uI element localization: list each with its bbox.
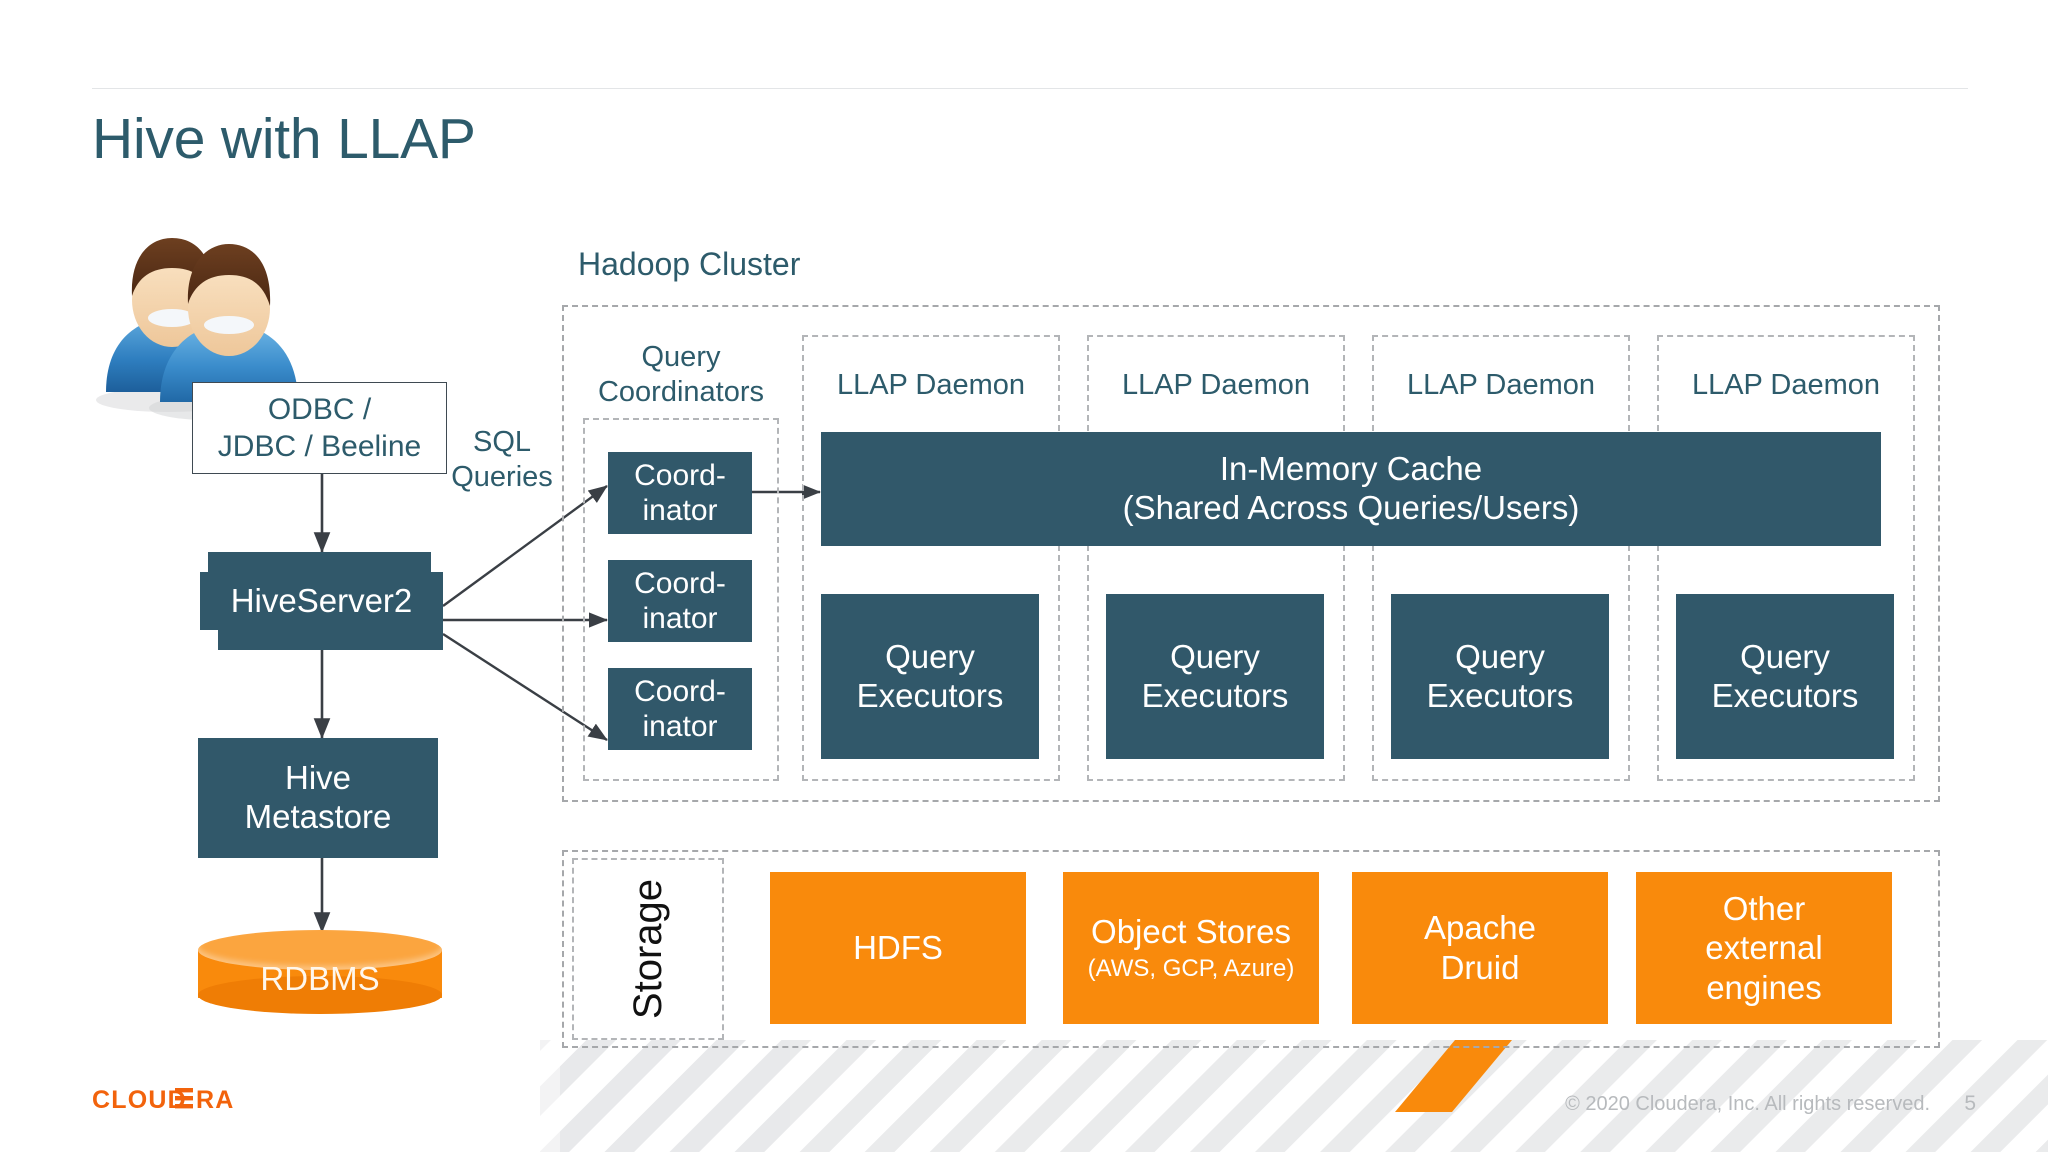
- storage-label: Storage: [626, 878, 670, 1020]
- llap-daemon-group-1: [802, 335, 1060, 781]
- in-memory-cache-box: In-Memory Cache (Shared Across Queries/U…: [821, 432, 1881, 546]
- storage-item-apache-druid: Apache Druid: [1352, 872, 1608, 1024]
- llap-daemon-group-4: [1657, 335, 1915, 781]
- storage-item-other-engines: Other external engines: [1636, 872, 1892, 1024]
- executors-4-line1: Query: [1740, 637, 1830, 675]
- qc-line1: Query: [641, 341, 721, 373]
- query-executors-box-3: Query Executors: [1391, 594, 1609, 759]
- executors-1-line1: Query: [885, 637, 975, 675]
- executors-3-line2: Executors: [1426, 676, 1574, 714]
- hive-metastore-box: Hive Metastore: [198, 738, 438, 858]
- executors-2-line2: Executors: [1141, 676, 1289, 714]
- other-line3: engines: [1706, 968, 1822, 1006]
- query-coordinators-label: Query Coordinators: [586, 340, 776, 411]
- coordinator-1-line2: inator: [642, 494, 718, 527]
- query-executors-box-1: Query Executors: [821, 594, 1039, 759]
- coordinator-3-line2: inator: [642, 710, 718, 743]
- metastore-line1: Hive: [284, 759, 352, 797]
- hdfs-line1: HDFS: [853, 929, 943, 967]
- other-line1: Other: [1722, 889, 1806, 927]
- coordinator-1-line1: Coord-: [634, 458, 726, 492]
- sql-queries-line1: SQL: [472, 426, 532, 458]
- page-number: 5: [1964, 1092, 1976, 1115]
- svg-text:CLOUD: CLOUD: [92, 1086, 187, 1114]
- query-coordinators-group: [583, 418, 779, 781]
- cache-line1: In-Memory Cache: [1219, 450, 1483, 488]
- storage-item-object-stores: Object Stores (AWS, GCP, Azure): [1063, 872, 1319, 1024]
- connector-box: ODBC / JDBC / Beeline: [192, 382, 447, 474]
- druid-line2: Druid: [1440, 949, 1520, 986]
- llap-daemon-label-1: LLAP Daemon: [836, 369, 1026, 401]
- storage-container: [562, 850, 1940, 1048]
- object-stores-line1: Object Stores: [1091, 912, 1291, 950]
- connector-line1: ODBC /: [267, 392, 372, 426]
- svg-text:RA: RA: [196, 1086, 235, 1114]
- executors-1-line2: Executors: [856, 676, 1004, 714]
- rdbms-label: RDBMS: [260, 960, 380, 997]
- llap-daemon-group-3: [1372, 335, 1630, 781]
- cloudera-logo: CLOUD RA: [92, 1086, 235, 1114]
- llap-daemon-group-2: [1087, 335, 1345, 781]
- coordinator-box-2: Coord- inator: [608, 560, 752, 642]
- coordinator-2-line1: Coord-: [634, 566, 726, 600]
- qc-line2: Coordinators: [597, 376, 765, 409]
- sql-queries-label: SQL Queries: [432, 425, 572, 496]
- druid-line1: Apache: [1424, 909, 1536, 947]
- hiveserver2-label: HiveServer2: [230, 582, 413, 619]
- hadoop-cluster-container: [562, 305, 1940, 802]
- object-stores-line2: (AWS, GCP, Azure): [1087, 955, 1295, 983]
- storage-label-cell: [572, 858, 724, 1040]
- storage-item-hdfs: HDFS: [770, 872, 1026, 1024]
- metastore-line2: Metastore: [244, 798, 392, 835]
- executors-2-line1: Query: [1170, 637, 1260, 675]
- executors-3-line1: Query: [1455, 637, 1545, 675]
- hiveserver2-box: HiveServer2: [200, 552, 443, 650]
- coordinator-2-line2: inator: [642, 602, 718, 635]
- query-executors-box-2: Query Executors: [1106, 594, 1324, 759]
- cache-line2: (Shared Across Queries/Users): [1122, 489, 1580, 526]
- sql-queries-line2: Queries: [451, 461, 553, 494]
- coordinator-3-line1: Coord-: [634, 674, 726, 708]
- coordinator-box-1: Coord- inator: [608, 452, 752, 534]
- hadoop-cluster-title: Hadoop Cluster: [578, 246, 801, 282]
- query-executors-box-4: Query Executors: [1676, 594, 1894, 759]
- connector-line2: JDBC / Beeline: [217, 430, 422, 463]
- llap-daemon-label-3: LLAP Daemon: [1406, 369, 1596, 401]
- copyright-text: © 2020 Cloudera, Inc. All rights reserve…: [1565, 1093, 1930, 1115]
- rdbms-cylinder: RDBMS: [198, 930, 442, 1014]
- llap-daemon-label-4: LLAP Daemon: [1691, 369, 1881, 401]
- coordinator-box-3: Coord- inator: [608, 668, 752, 750]
- executors-4-line2: Executors: [1711, 676, 1859, 714]
- header-divider: [92, 88, 1968, 89]
- page-title: Hive with LLAP: [92, 107, 476, 171]
- llap-daemon-label-2: LLAP Daemon: [1121, 369, 1311, 401]
- other-line2: external: [1705, 929, 1823, 967]
